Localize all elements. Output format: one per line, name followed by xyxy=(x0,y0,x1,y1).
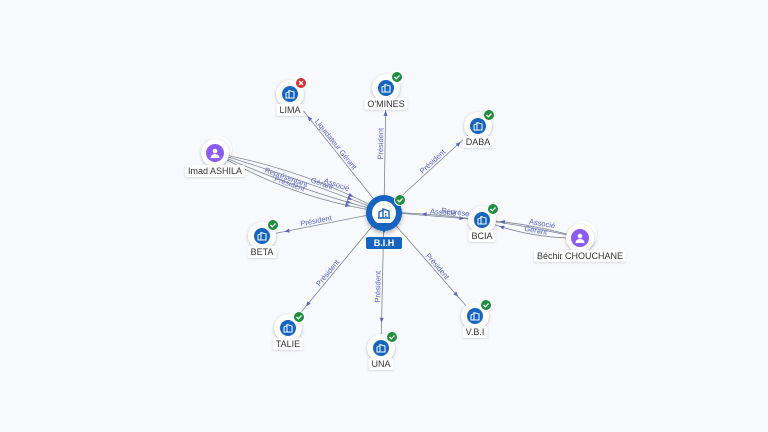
edge-arrow-icon xyxy=(421,212,427,217)
node-label[interactable]: Imad ASHILA xyxy=(184,165,246,177)
check-icon xyxy=(480,299,492,311)
building-icon xyxy=(470,118,486,134)
edge-label: Gérant xyxy=(524,224,549,237)
building-icon xyxy=(378,80,394,96)
edge-arrow-icon xyxy=(499,225,505,230)
company-node-circle[interactable] xyxy=(276,77,307,108)
node-label[interactable]: V.B.I xyxy=(462,326,488,338)
cross-icon xyxy=(295,77,307,89)
edge-arrow-icon xyxy=(383,110,388,116)
node-label[interactable]: DABA xyxy=(462,136,494,148)
person-icon xyxy=(206,144,224,162)
company-node-circle[interactable] xyxy=(367,331,398,362)
edge-line xyxy=(214,152,385,213)
building-icon xyxy=(373,340,389,356)
edge-label: Président xyxy=(376,127,386,160)
node-label[interactable]: UNA xyxy=(368,358,394,370)
building-icon xyxy=(254,228,270,244)
check-icon xyxy=(487,203,499,215)
edge-label: Liquidateur Gérant xyxy=(313,117,359,172)
person-node-circle[interactable] xyxy=(566,221,597,252)
node-label[interactable]: BETA xyxy=(247,246,277,258)
edge-label: Président xyxy=(314,257,342,288)
company-node-circle[interactable] xyxy=(274,311,305,342)
check-icon xyxy=(394,194,406,206)
check-icon xyxy=(267,219,279,231)
center-node-label[interactable]: B.I.H xyxy=(366,237,402,249)
edge-line xyxy=(214,152,385,213)
building-icon xyxy=(474,212,490,228)
edge-arrow-icon xyxy=(307,116,313,122)
edge-label: Associé xyxy=(430,207,457,218)
edge-arrow-icon xyxy=(284,228,290,233)
company-node-circle[interactable] xyxy=(468,203,499,234)
edge-arrow-icon xyxy=(379,317,384,323)
edge-arrow-icon xyxy=(455,141,461,147)
node-label[interactable]: TALIE xyxy=(272,338,304,350)
edge-line xyxy=(214,152,385,213)
check-icon xyxy=(293,311,305,323)
edge-line xyxy=(214,152,385,213)
edge-arrow-icon xyxy=(344,203,351,207)
edge-arrow-icon xyxy=(499,220,506,225)
edge-label: Président xyxy=(418,147,448,176)
check-icon xyxy=(483,109,495,121)
edge-arrow-icon xyxy=(305,301,311,307)
building-icon xyxy=(280,320,296,336)
node-label[interactable]: BCIA xyxy=(468,230,496,242)
node-label[interactable]: O'MINES xyxy=(364,98,408,110)
building-icon xyxy=(467,308,483,324)
building-icon xyxy=(282,86,298,102)
edge-label: Président xyxy=(373,270,383,303)
check-icon xyxy=(391,71,403,83)
company-node-circle[interactable] xyxy=(372,71,403,102)
edge-label: Président xyxy=(424,251,452,281)
center-node-pin[interactable] xyxy=(366,194,406,233)
company-node-circle[interactable] xyxy=(461,299,492,330)
edge-arrow-icon xyxy=(345,199,352,204)
edge-arrow-icon xyxy=(347,196,353,200)
node-label[interactable]: Béchir CHOUCHANE xyxy=(533,250,627,262)
edge-arrow-icon xyxy=(348,192,354,197)
person-icon xyxy=(571,229,589,247)
company-node-circle[interactable] xyxy=(248,219,279,250)
person-node-circle[interactable] xyxy=(201,136,232,167)
company-node-circle[interactable] xyxy=(464,109,495,140)
building-icon xyxy=(372,201,396,225)
node-label[interactable]: LIMA xyxy=(276,104,304,116)
edge-label: Président xyxy=(300,213,334,228)
edge-arrow-icon xyxy=(453,291,459,297)
check-icon xyxy=(386,331,398,343)
